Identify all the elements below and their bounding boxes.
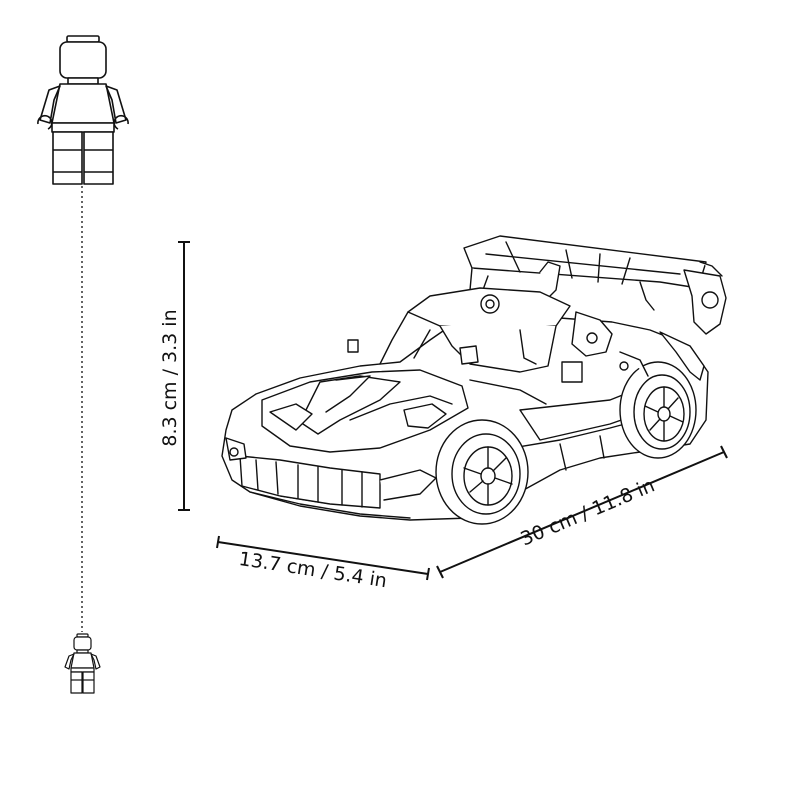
front-wheel <box>435 419 529 525</box>
length-label: 30 cm / 11.8 in <box>517 474 658 550</box>
small-minifigure <box>64 633 101 694</box>
hood-stripes <box>261 369 469 453</box>
length-dimension <box>436 445 728 579</box>
width-label: 13.7 cm / 5.4 in <box>237 548 388 592</box>
front-grille <box>225 437 437 519</box>
width-dimension <box>216 535 430 581</box>
cabin-frame <box>347 287 613 383</box>
rear-details <box>619 331 705 381</box>
height-label: 8.3 cm / 3.3 in <box>159 309 181 446</box>
rear-wing <box>463 235 727 335</box>
rear-wheel <box>619 361 697 459</box>
large-minifigure <box>37 35 129 185</box>
height-dimension <box>178 241 190 511</box>
car-model-drawing <box>221 235 727 525</box>
